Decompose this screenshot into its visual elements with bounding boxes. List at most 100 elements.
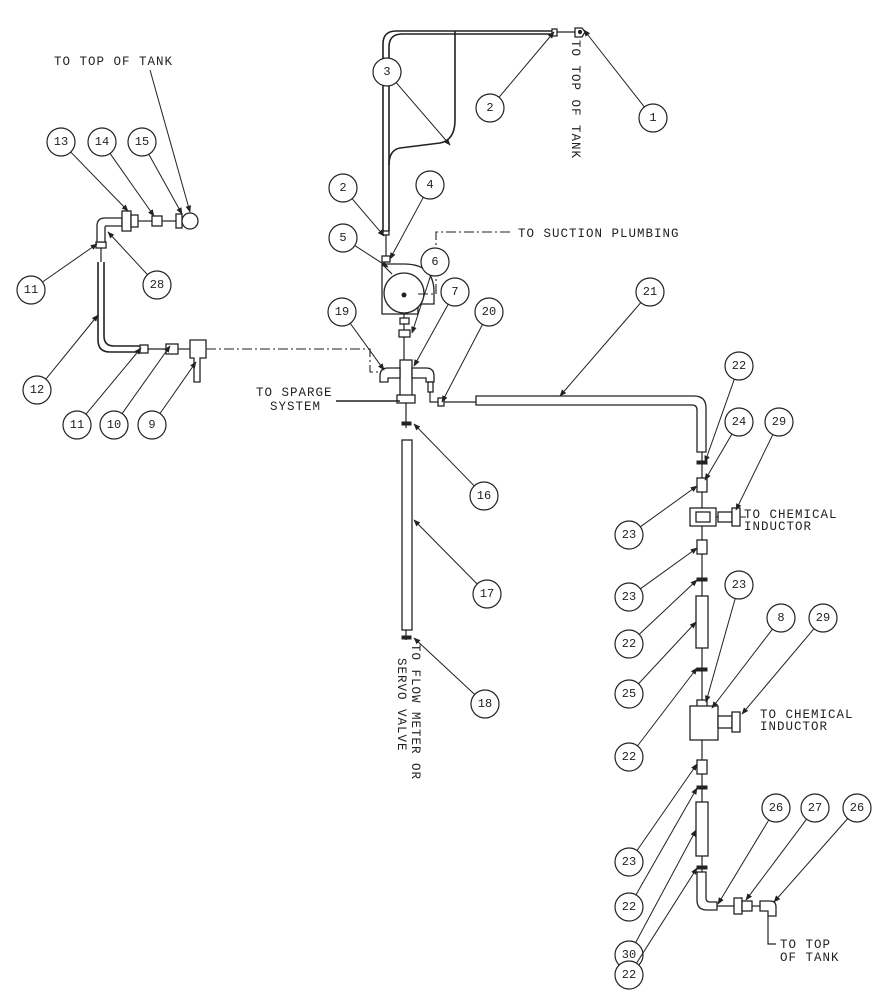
callout-bubble — [372, 57, 402, 87]
callout-leader — [121, 345, 171, 414]
callout-leader — [638, 621, 697, 685]
callout-leader — [159, 361, 197, 414]
callout-bubble — [614, 960, 644, 990]
callout-bubble — [766, 603, 796, 633]
notes: TO TOP OF TANK TO TOP OF TANK TO SUCTION… — [54, 40, 853, 965]
callout-leader — [711, 628, 773, 709]
callout-bubble — [800, 793, 830, 823]
callout-number: 12 — [30, 383, 44, 397]
note-tank-bottom-1: TO TOP — [780, 938, 831, 952]
callout-bubble — [415, 170, 445, 200]
note-sparge-1: TO SPARGE — [256, 386, 333, 400]
callout-leader — [85, 347, 142, 415]
callout-number: 30 — [622, 948, 636, 962]
callout-bubble — [614, 520, 644, 550]
callout-leader — [413, 423, 475, 487]
callout-leader — [735, 434, 774, 511]
callout-number: 18 — [478, 697, 492, 711]
callout-number: 13 — [54, 135, 68, 149]
callout-number: 22 — [622, 750, 636, 764]
callout-bubble — [724, 351, 754, 381]
callout-bubble — [470, 689, 500, 719]
note-flow-meter-2: SERVO VALVE — [394, 658, 408, 752]
callout-bubble — [16, 275, 46, 305]
callout-number: 29 — [772, 415, 786, 429]
callout-leader — [635, 787, 698, 896]
callout-bubble — [614, 742, 644, 772]
callout-bubble — [842, 793, 872, 823]
callout-leader — [498, 31, 555, 98]
callout-number: 7 — [451, 285, 458, 299]
callout-bubble — [440, 277, 470, 307]
callout-leader — [704, 433, 733, 481]
callout-bubble — [474, 297, 504, 327]
callout-bubble — [327, 297, 357, 327]
callout-bubble — [137, 410, 167, 440]
note-flow-meter-1: TO FLOW METER OR — [408, 644, 422, 780]
callout-number: 2 — [339, 181, 346, 195]
callout-leader — [559, 302, 642, 397]
callout-leader — [441, 324, 483, 403]
callout-bubble — [614, 679, 644, 709]
callout-leader — [349, 323, 385, 371]
callout-bubble — [62, 410, 92, 440]
callout-bubble — [127, 127, 157, 157]
callout-bubble — [724, 407, 754, 437]
callout-leader — [42, 243, 98, 283]
callout-leader — [583, 29, 645, 108]
upper-return-hose — [382, 27, 586, 234]
callout-number: 20 — [482, 305, 496, 319]
flow-line — [401, 403, 413, 640]
callout-leader — [395, 82, 451, 146]
callout-bubble — [614, 847, 644, 877]
callout-bubble — [614, 629, 644, 659]
callout-number: 23 — [732, 578, 746, 592]
callout-leader — [70, 151, 129, 212]
callout-leader — [638, 579, 698, 635]
callout-leader — [389, 197, 424, 260]
callout-bubble — [764, 407, 794, 437]
callout-leader — [109, 153, 155, 217]
callout-number: 8 — [777, 611, 784, 625]
note-sparge-2: SYSTEM — [270, 400, 321, 414]
note-chem-a-2: INDUCTOR — [744, 520, 812, 534]
pump — [381, 263, 435, 360]
callout-leader — [640, 547, 698, 590]
callout-bubble — [46, 127, 76, 157]
callout-number: 16 — [477, 489, 491, 503]
callout-leader — [413, 304, 449, 367]
callout-bubble — [22, 375, 52, 405]
callout-leader — [705, 598, 736, 703]
callout-number: 21 — [643, 285, 657, 299]
callout-number: 28 — [150, 278, 164, 292]
callout-leader — [354, 245, 389, 268]
callout-number: 19 — [335, 305, 349, 319]
callout-leader — [413, 637, 476, 695]
callout-leader — [413, 519, 478, 585]
callout-number: 9 — [148, 418, 155, 432]
callout-number: 26 — [850, 801, 864, 815]
callout-bubble — [472, 579, 502, 609]
left-hose-assembly — [95, 210, 207, 383]
callout-number: 22 — [732, 359, 746, 373]
callout-number: 5 — [339, 231, 346, 245]
callout-bubble — [87, 127, 117, 157]
callout-number: 24 — [732, 415, 746, 429]
callout-bubble — [724, 570, 754, 600]
callout-bubble — [99, 410, 129, 440]
callout-number: 10 — [107, 418, 121, 432]
callout-bubble — [328, 173, 358, 203]
callout-leader — [637, 667, 698, 747]
callout-bubble — [614, 582, 644, 612]
callout-leader — [107, 231, 148, 276]
note-chem-b-2: INDUCTOR — [760, 720, 828, 734]
callout-leader — [704, 379, 735, 463]
callout-bubble — [761, 793, 791, 823]
note-tank-top-right: TO TOP OF TANK — [568, 40, 582, 159]
callout-leader — [411, 275, 432, 334]
callout-bubble — [808, 603, 838, 633]
callout-number: 22 — [622, 968, 636, 982]
callout-number: 22 — [622, 900, 636, 914]
callout-leader — [636, 763, 698, 851]
